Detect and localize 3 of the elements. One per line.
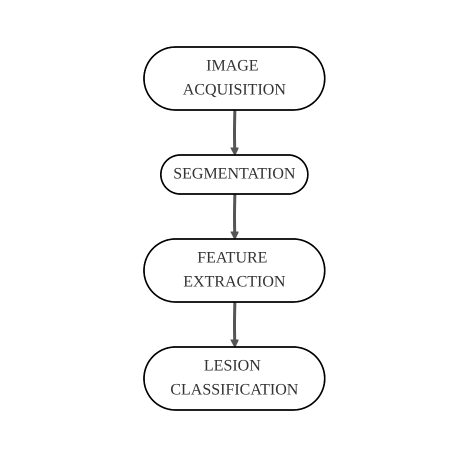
arrow: [230, 302, 240, 348]
arrow: [230, 110, 240, 156]
arrow: [230, 194, 240, 240]
